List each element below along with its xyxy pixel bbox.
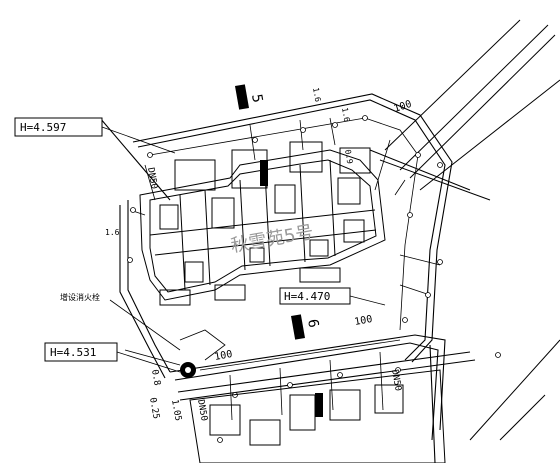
building-5-footprint	[139, 141, 386, 306]
dim-bottom-c: 0.25	[147, 397, 161, 420]
dn50-bottom-right-label: DN50	[389, 369, 403, 392]
label-boxes	[14, 117, 351, 362]
slope-label-left: 1.6	[105, 228, 120, 237]
dn50-bottom-left-label: DN50	[195, 399, 209, 422]
site-boundary	[99, 93, 476, 463]
dim-right-small: 0.9	[343, 149, 354, 165]
building-number-6: 6	[304, 318, 321, 329]
leader-lines	[101, 126, 386, 373]
slope-label-top: 1.6	[311, 87, 322, 103]
elevation-label-2: H=4.531	[50, 346, 96, 359]
dn100-bottom-label: 100	[214, 349, 234, 363]
dn100-mid-label: 100	[354, 314, 374, 328]
pipe-network	[109, 117, 441, 421]
elevation-label-1: H=4.597	[20, 121, 66, 134]
building-6-footprint	[189, 369, 446, 463]
elevation-label-3: H=4.470	[284, 290, 330, 303]
hydrant-symbol	[179, 329, 226, 378]
building-number-plates	[234, 84, 306, 340]
pipe-nodes	[127, 115, 501, 443]
dim-bottom-b: 1.05	[169, 399, 183, 422]
street-lines	[369, 19, 560, 441]
drawing-text: H=4.597 H=4.531 H=4.470 5 6 100 100 100 …	[20, 87, 413, 422]
building-name-label: 秋雪苑5号	[229, 222, 315, 257]
dn50-left-label: DN50	[145, 167, 159, 190]
hydrant-note: 增设消火栓	[60, 292, 100, 302]
slope-label-top-b: 1.6	[340, 107, 351, 123]
dim-bottom-a: 0.8	[149, 369, 162, 387]
building-number-5: 5	[248, 93, 265, 104]
stair-fill	[260, 160, 323, 417]
dn100-top-label: 100	[393, 99, 414, 115]
